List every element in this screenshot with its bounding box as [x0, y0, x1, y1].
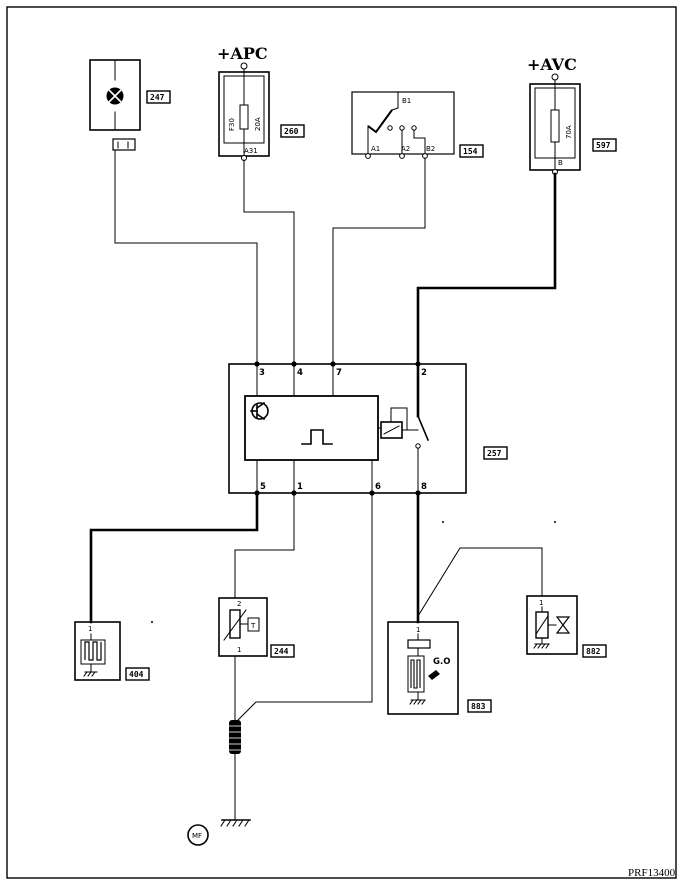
thermistor-icon: [229, 609, 241, 639]
switch-pin-b1: B1: [402, 97, 411, 105]
lamp-label: 247: [150, 93, 165, 102]
module-pin-8: 8: [421, 482, 427, 492]
gd-sensor-tag: G.O: [433, 657, 450, 667]
module-pin-4: 4: [297, 368, 303, 378]
switch-contact-icon: [367, 109, 393, 134]
fuse-apc-icon: [239, 104, 249, 130]
fuse-apc-component: +APC F30 20A A31 260: [217, 44, 305, 161]
module-label: 257: [487, 449, 502, 458]
gd-sensor-icon: [407, 639, 431, 649]
switch-pin-b2: B2: [426, 145, 435, 153]
gd-sensor-component: 1 G.O 883: [387, 621, 492, 715]
fuse-avc-component: +AVC 70A B 597: [527, 55, 617, 175]
lower-wiring: [89, 493, 543, 821]
thermistor-label: 244: [274, 647, 289, 656]
gd-sensor-pin: 1: [416, 626, 420, 634]
supply-avc-label: +AVC: [527, 55, 577, 74]
fuse-apc-name: F30: [228, 118, 236, 131]
module-pin-7: 7: [336, 368, 342, 378]
module-pin-3: 3: [259, 368, 265, 378]
module-pin-5: 5: [260, 482, 266, 492]
diagram-reference: PRF13400: [628, 867, 676, 879]
fuse-avc-icon: [550, 109, 560, 143]
fuse-avc-label: 597: [596, 141, 611, 150]
ground-component: MF: [187, 720, 251, 846]
valve-component: 1 882: [526, 595, 607, 658]
supply-apc-label: +APC: [217, 44, 268, 63]
ground-label: MF: [192, 832, 202, 840]
thermistor-tag: T: [250, 622, 256, 630]
left-sensor-label: 404: [129, 670, 144, 679]
shield-coil-icon: [229, 720, 241, 754]
fuse-avc-pin: B: [558, 159, 563, 167]
gd-sensor-label: 883: [471, 702, 486, 711]
heater-element-icon: [84, 641, 102, 661]
relay-switch-icon: [416, 414, 430, 442]
module-pin-2: 2: [421, 368, 427, 378]
valve-icon: [555, 616, 571, 634]
diagram-frame: [6, 6, 677, 879]
lamp-connector: [112, 138, 136, 151]
transistor-icon: [250, 401, 269, 421]
module-pin-6: 6: [375, 482, 381, 492]
fuse-apc-rating: 20A: [254, 117, 262, 131]
fuse-apc-pin: A31: [244, 147, 258, 155]
pulse-icon: [301, 429, 333, 445]
upper-wiring: [114, 149, 557, 364]
left-sensor-component: 1 404: [74, 621, 150, 681]
thermistor-component: 2 T 1 244: [218, 597, 295, 658]
switch-label: 154: [463, 147, 478, 156]
thermistor-pin-top: 2: [237, 600, 241, 608]
ground-icon: [220, 819, 251, 827]
switch-component: B1 A1 A2 B2 154: [351, 91, 484, 159]
thermistor-pin-bottom: 1: [237, 646, 241, 654]
fuse-avc-rating: 70A: [565, 125, 573, 139]
module-pin-1: 1: [297, 482, 303, 492]
switch-pin-a1: A1: [371, 145, 380, 153]
fuse-apc-label: 260: [284, 127, 299, 136]
switch-pin-a2: A2: [401, 145, 410, 153]
control-module: 3 4 7 2 5 1 6 8: [228, 361, 508, 496]
valve-pin: 1: [539, 599, 543, 607]
lamp-component: 247: [89, 59, 171, 151]
valve-label: 882: [586, 647, 601, 656]
left-sensor-pin: 1: [88, 625, 92, 633]
